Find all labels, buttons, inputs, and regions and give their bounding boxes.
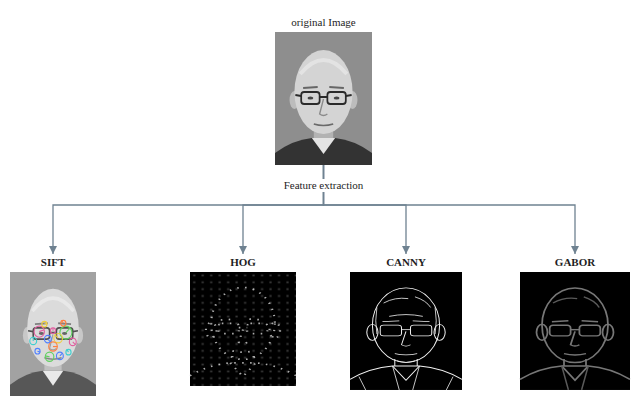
image-panel: CANNY [350, 256, 462, 390]
lighten-overlay [10, 272, 96, 396]
canny-edges [350, 288, 462, 380]
hog-gradients [190, 287, 296, 376]
step-label: Feature extraction [281, 179, 367, 192]
face-photo [275, 32, 372, 165]
black-background [190, 272, 296, 386]
hog-image [190, 272, 296, 386]
original-photo [275, 32, 372, 165]
image-frame [350, 272, 462, 390]
hog-cells [190, 272, 296, 386]
black-background [520, 272, 630, 390]
panel-heading: GABOR [520, 256, 630, 269]
image-frame [520, 272, 630, 390]
gabor-image [520, 272, 630, 390]
panel-heading: original Image [275, 16, 372, 29]
panel-heading: CANNY [350, 256, 462, 269]
image-frame [190, 272, 296, 386]
image-panel: SIFT [10, 256, 96, 396]
panel-heading: HOG [190, 256, 296, 269]
sift-image [10, 272, 96, 396]
image-panel: original Image [275, 16, 372, 165]
image-frame [10, 272, 96, 396]
image-panel: HOG [190, 256, 296, 386]
black-background [350, 272, 462, 390]
image-frame [275, 32, 372, 165]
image-panel: GABOR [520, 256, 630, 390]
canny-edges [359, 297, 453, 390]
face-photo [10, 272, 96, 396]
canny-image [350, 272, 462, 390]
gabor-response [520, 288, 630, 380]
panel-heading: SIFT [10, 256, 96, 269]
gabor-response [553, 297, 599, 390]
sift-keypoints [30, 320, 76, 361]
